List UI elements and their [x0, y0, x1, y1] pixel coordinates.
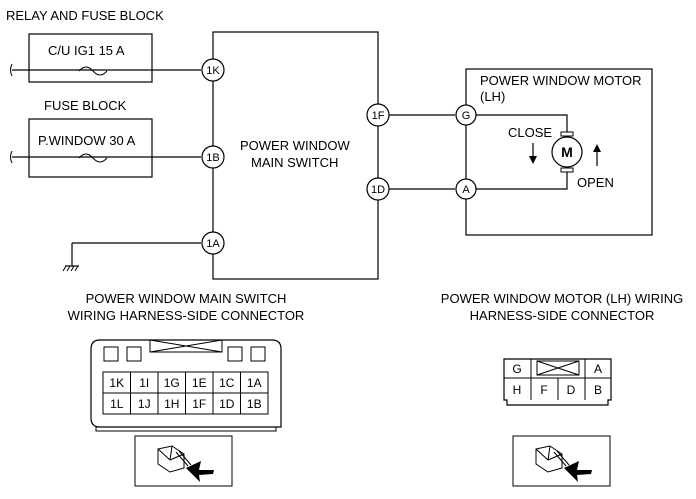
switch-pin-label: 1F	[192, 397, 206, 411]
wire-G-motor	[476, 114, 568, 136]
motor-connector-view-icon	[512, 435, 611, 487]
svg-text:1D: 1D	[371, 184, 385, 196]
switch-connector: 1K 1I 1G 1E 1C 1A 1L 1J 1H 1F 1D 1B	[90, 339, 282, 432]
svg-text:M: M	[561, 144, 573, 160]
fuse-cu-ig1-box	[28, 33, 153, 83]
switch-connector-view-icon	[134, 435, 233, 487]
fuse-block-label: FUSE BLOCK	[44, 98, 127, 113]
wire-break-top	[10, 63, 13, 77]
motor-pin-A: A	[594, 362, 602, 376]
switch-connector-key	[149, 339, 223, 353]
svg-text:1A: 1A	[206, 238, 220, 250]
motor-view-arrow-icon	[564, 461, 592, 482]
svg-text:1K: 1K	[206, 65, 220, 77]
main-switch-label-1: POWER WINDOW	[240, 138, 350, 153]
fuse-pwindow-label: P.WINDOW 30 A	[38, 133, 136, 148]
terminal-1D: 1D	[366, 177, 390, 201]
switch-connector-body	[90, 339, 282, 428]
motor-pin-H: H	[513, 383, 522, 397]
switch-pin-label: 1J	[138, 397, 151, 411]
terminal-G: G	[455, 104, 477, 126]
switch-pin-label: 1C	[219, 376, 235, 390]
switch-connector-caption-2: WIRING HARNESS-SIDE CONNECTOR	[68, 308, 305, 323]
motor-pin-D: D	[567, 383, 576, 397]
svg-text:G: G	[462, 110, 471, 122]
switch-pin-label: 1G	[164, 376, 180, 390]
terminal-1A: 1A	[201, 231, 225, 255]
main-switch-label-2: MAIN SWITCH	[251, 155, 338, 170]
motor-pin-B: B	[594, 383, 602, 397]
switch-view-frame	[134, 435, 233, 487]
svg-text:1B: 1B	[206, 152, 219, 164]
close-arrow-icon	[529, 143, 537, 164]
motor-box	[465, 68, 653, 236]
svg-text:1F: 1F	[372, 110, 385, 122]
motor-connector: G A H F D B	[503, 358, 612, 406]
motor-connector-caption-2: HARNESS-SIDE CONNECTOR	[470, 308, 655, 323]
switch-connector-latch	[250, 346, 266, 362]
switch-connector-key-cross	[149, 339, 223, 353]
svg-text:A: A	[462, 184, 470, 196]
switch-connector-base	[95, 426, 277, 432]
motor-pin-F: F	[540, 383, 547, 397]
fuse-pwindow: P.WINDOW 30 A	[28, 118, 153, 178]
terminal-1K: 1K	[201, 58, 225, 82]
switch-view-arrow-icon	[186, 461, 214, 482]
wire-break-middle	[10, 150, 13, 164]
open-arrow-icon	[593, 144, 601, 166]
switch-connector-latch	[103, 346, 119, 362]
switch-pin-label: 1E	[192, 376, 207, 390]
fuse-cu-ig1-symbol	[78, 66, 108, 76]
switch-pin-label: 1I	[139, 376, 149, 390]
open-label: OPEN	[577, 175, 614, 190]
switch-pin-label: 1A	[247, 376, 262, 390]
switch-pin-label: 1L	[110, 397, 124, 411]
motor-title-2: (LH)	[480, 89, 505, 104]
motor-connector-body	[503, 358, 612, 406]
switch-pin-label: 1B	[247, 397, 262, 411]
switch-connector-latch	[126, 346, 142, 362]
fuse-pwindow-symbol	[78, 153, 108, 163]
terminal-A: A	[455, 178, 477, 200]
switch-pin-label: 1K	[109, 376, 124, 390]
switch-connector-caption-1: POWER WINDOW MAIN SWITCH	[86, 291, 287, 306]
switch-pin-cell	[240, 392, 269, 415]
motor-title-1: POWER WINDOW MOTOR	[480, 73, 642, 88]
motor-view-frame	[512, 435, 611, 487]
terminal-1B: 1B	[201, 145, 225, 169]
switch-connector-latch	[227, 346, 243, 362]
switch-pin-label: 1H	[164, 397, 179, 411]
motor-pin-G: G	[512, 362, 521, 376]
wire-A-motor	[476, 168, 568, 190]
switch-pin-label: 1D	[219, 397, 235, 411]
fuse-cu-ig1-label: C/U IG1 15 A	[48, 43, 125, 58]
relay-fuse-block-label: RELAY AND FUSE BLOCK	[6, 8, 164, 23]
motor-symbol: M	[551, 131, 583, 173]
motor-connector-key	[536, 360, 580, 376]
ground-symbol	[62, 265, 79, 272]
fuse-cu-ig1: C/U IG1 15 A	[28, 33, 153, 83]
terminal-1F: 1F	[366, 103, 390, 127]
fuse-pwindow-box	[28, 118, 153, 178]
motor-connector-caption-1: POWER WINDOW MOTOR (LH) WIRING	[441, 291, 683, 306]
close-label: CLOSE	[508, 125, 552, 140]
